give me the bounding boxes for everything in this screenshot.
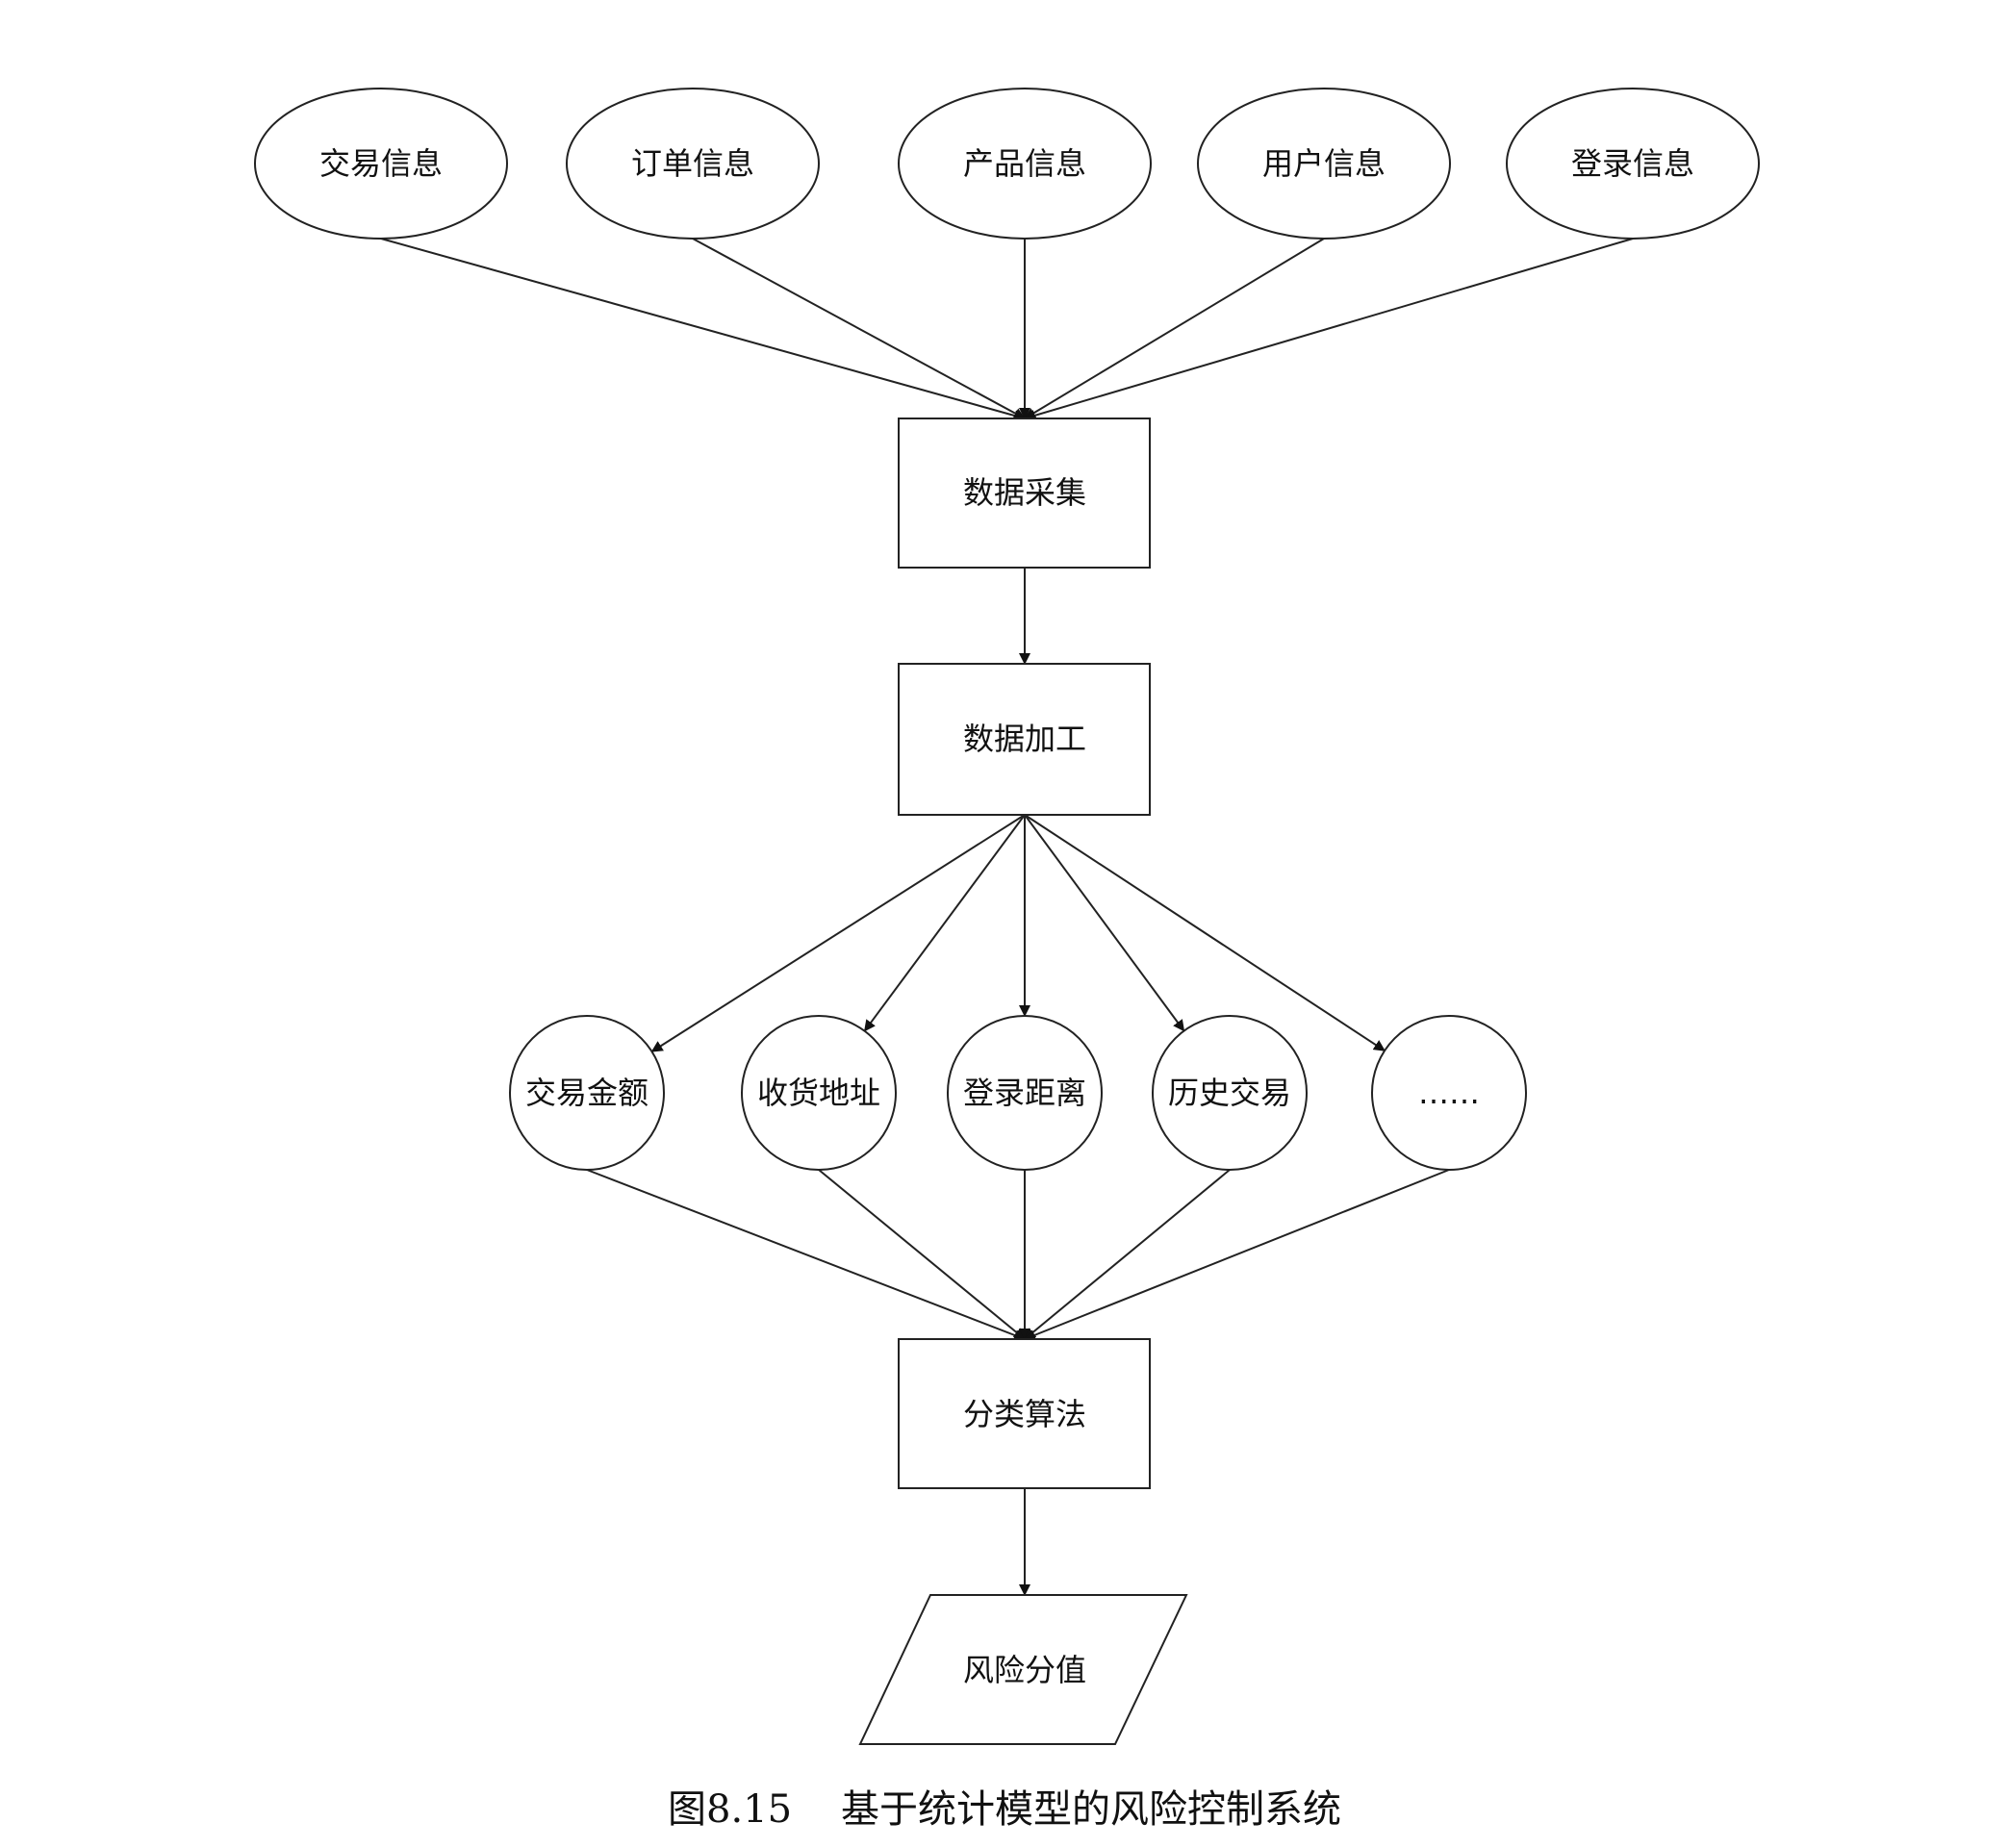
process-to-feature-arrow [1024,814,1185,1032]
feature-label: 收货地址 [757,1075,880,1111]
process-to-feature-arrow [650,814,1026,1052]
feature-to-algorithm-arrow [818,1169,1026,1340]
source-node [898,88,1152,240]
feature-node [741,1015,897,1171]
feature-node [1371,1015,1527,1171]
source-node [1506,88,1760,240]
process-to-feature-arrow [863,814,1026,1032]
feature-node [947,1015,1103,1171]
collect-node [898,418,1151,569]
algorithm-node [898,1338,1151,1489]
figure-caption: 图8.15 基于统计模型的风险控制系统 [0,1778,2009,1834]
figure-title: 基于统计模型的风险控制系统 [840,1787,1341,1832]
feature-label: 交易金额 [525,1075,648,1111]
feature-label: …… [1418,1075,1480,1111]
source-to-collect-arrow [1024,238,1325,419]
source-node [1197,88,1451,240]
collect-label: 数据采集 [963,474,1086,511]
output-label: 风险分值 [963,1652,1086,1688]
source-label: 订单信息 [631,145,754,182]
algorithm-label: 分类算法 [963,1396,1086,1432]
process-label: 数据加工 [963,721,1086,757]
feature-to-algorithm-arrow [1024,1169,1450,1341]
feature-label: 登录距离 [963,1075,1086,1111]
feature-node [509,1015,665,1171]
source-to-collect-arrow [380,238,1026,421]
output-node [858,1594,1188,1745]
feature-to-algorithm-arrow [1024,1169,1231,1340]
figure-number: 图8.15 [668,1787,793,1832]
feature-to-algorithm-arrow [586,1169,1026,1341]
source-node [254,88,508,240]
source-to-collect-arrow [1024,238,1634,421]
source-label: 产品信息 [963,145,1086,182]
process-node [898,663,1151,816]
source-node [566,88,820,240]
feature-node [1152,1015,1308,1171]
feature-label: 历史交易 [1168,1075,1291,1111]
process-to-feature-arrow [1024,814,1386,1051]
source-to-collect-arrow [692,238,1026,419]
source-label: 用户信息 [1262,145,1386,182]
source-label: 登录信息 [1571,145,1694,182]
source-label: 交易信息 [319,145,443,182]
